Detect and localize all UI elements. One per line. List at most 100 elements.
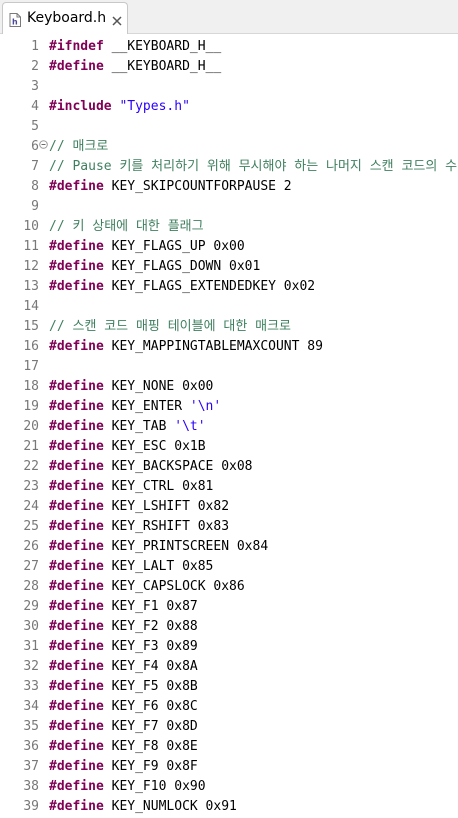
token-keyword: #define	[49, 779, 104, 794]
token-keyword: #define	[49, 759, 104, 774]
code-line[interactable]: 39#define KEY_NUMLOCK 0x91	[0, 797, 458, 817]
line-number: 17	[23, 359, 39, 374]
code-line[interactable]: 19#define KEY_ENTER '\n'	[0, 397, 458, 417]
token-keyword: #define	[49, 539, 104, 554]
code-line[interactable]: 22#define KEY_BACKSPACE 0x08	[0, 457, 458, 477]
token-identifier: KEY_F4 0x8A	[103, 659, 198, 674]
token-keyword: #define	[49, 639, 104, 654]
code-text: #ifndef __KEYBOARD_H__	[49, 37, 221, 57]
code-line[interactable]: 32 #define KEY_F4 0x8A	[0, 657, 458, 677]
code-text: // 키 상태에 대한 플래그	[49, 217, 204, 237]
token-keyword: #define	[49, 519, 104, 534]
token-identifier: KEY_BACKSPACE 0x08	[103, 459, 253, 474]
code-text: #define KEY_F4 0x8A	[49, 657, 198, 677]
token-keyword: #define	[49, 499, 104, 514]
fold-collapse-icon[interactable]	[39, 140, 48, 149]
code-text: #define KEY_TAB '\t'	[49, 417, 206, 437]
code-line[interactable]: 12#define KEY_FLAGS_DOWN 0x01	[0, 257, 458, 277]
token-keyword: #define	[49, 399, 104, 414]
code-line[interactable]: 7// Pause 키를 처리하기 위해 무시해야 하는 나머지 스캔 코드의 …	[0, 157, 458, 177]
line-number: 23	[23, 479, 39, 494]
code-text: #define KEY_RSHIFT 0x83	[49, 517, 229, 537]
token-keyword: #define	[49, 339, 104, 354]
code-line[interactable]: 20#define KEY_TAB '\t'	[0, 417, 458, 437]
token-identifier: KEY_RSHIFT 0x83	[103, 519, 230, 534]
code-line[interactable]: 35#define KEY_F7 0x8D	[0, 717, 458, 737]
code-text: // 스캔 코드 매핑 테이블에 대한 매크로	[49, 317, 291, 337]
code-line[interactable]: 14	[0, 297, 458, 317]
code-line[interactable]: 24 #define KEY_LSHIFT 0x82	[0, 497, 458, 517]
token-keyword: #define	[49, 719, 104, 734]
code-line[interactable]: 3	[0, 77, 458, 97]
code-line[interactable]: 27#define KEY_LALT 0x85	[0, 557, 458, 577]
token-string-literal: "Types.h"	[119, 99, 190, 114]
code-line[interactable]: 31#define KEY_F3 0x89	[0, 637, 458, 657]
code-line[interactable]: 26#define KEY_PRINTSCREEN 0x84	[0, 537, 458, 557]
token-identifier: KEY_NUMLOCK 0x91	[103, 799, 237, 814]
token-identifier: KEY_SKIPCOUNTFORPAUSE 2	[103, 179, 292, 194]
code-text: #define KEY_MAPPINGTABLEMAXCOUNT 89	[49, 337, 323, 357]
code-line[interactable]: 30#define KEY_F2 0x88	[0, 617, 458, 637]
code-text: // 매크로	[49, 137, 108, 157]
code-line[interactable]: 34#define KEY_F6 0x8C	[0, 697, 458, 717]
code-text: #define KEY_F9 0x8F	[49, 757, 198, 777]
code-line[interactable]: 8 #define KEY_SKIPCOUNTFORPAUSE 2	[0, 177, 458, 197]
token-keyword: #define	[49, 379, 104, 394]
token-comment: // 키 상태에 대한 플래그	[49, 219, 204, 234]
code-line[interactable]: 11#define KEY_FLAGS_UP 0x00	[0, 237, 458, 257]
code-line[interactable]: 37#define KEY_F9 0x8F	[0, 757, 458, 777]
line-number: 24	[23, 499, 39, 514]
token-identifier: KEY_CTRL 0x81	[103, 479, 214, 494]
code-line[interactable]: 38#define KEY_F10 0x90	[0, 777, 458, 797]
code-line[interactable]: 23 #define KEY_CTRL 0x81	[0, 477, 458, 497]
code-line[interactable]: 18#define KEY_NONE 0x00	[0, 377, 458, 397]
line-number: 15	[23, 319, 39, 334]
code-line[interactable]: 17	[0, 357, 458, 377]
token-identifier: KEY_CAPSLOCK 0x86	[103, 579, 245, 594]
line-number: 27	[23, 559, 39, 574]
code-line[interactable]: 16#define KEY_MAPPINGTABLEMAXCOUNT 89	[0, 337, 458, 357]
token-identifier: KEY_TAB	[103, 419, 175, 434]
code-line[interactable]: 36#define KEY_F8 0x8E	[0, 737, 458, 757]
code-line[interactable]: 21#define KEY_ESC 0x1B	[0, 437, 458, 457]
token-keyword: #define	[49, 479, 104, 494]
line-number: 2	[31, 59, 39, 74]
token-keyword: #define	[49, 259, 104, 274]
code-text: #define KEY_F6 0x8C	[49, 697, 198, 717]
token-identifier: KEY_F8 0x8E	[103, 739, 198, 754]
code-line[interactable]: 4 #include "Types.h"	[0, 97, 458, 117]
token-keyword: #define	[49, 799, 104, 814]
code-line[interactable]: 25#define KEY_RSHIFT 0x83	[0, 517, 458, 537]
code-line[interactable]: 28#define KEY_CAPSLOCK 0x86	[0, 577, 458, 597]
code-line[interactable]: 1#ifndef __KEYBOARD_H__	[0, 37, 458, 57]
tab-keyboard-h[interactable]: h Keyboard.h	[2, 2, 128, 34]
code-editor[interactable]: 1#ifndef __KEYBOARD_H__2#define __KEYBOA…	[0, 34, 458, 818]
code-text: #define KEY_LSHIFT 0x82	[49, 497, 229, 517]
code-line[interactable]: 2#define __KEYBOARD_H__	[0, 57, 458, 77]
code-text: #define KEY_F5 0x8B	[49, 677, 198, 697]
line-number: 26	[23, 539, 39, 554]
line-number: 36	[23, 739, 39, 754]
token-keyword: #define	[49, 599, 104, 614]
line-number: 4	[31, 99, 39, 114]
header-file-icon: h	[9, 12, 21, 27]
code-line[interactable]: 33#define KEY_F5 0x8B	[0, 677, 458, 697]
code-text: #include "Types.h"	[49, 97, 190, 117]
code-line[interactable]: 10// 키 상태에 대한 플래그	[0, 217, 458, 237]
code-line[interactable]: 5	[0, 117, 458, 137]
token-comment: // 스캔 코드 매핑 테이블에 대한 매크로	[49, 319, 292, 334]
code-line[interactable]: 6// 매크로	[0, 137, 458, 157]
close-icon[interactable]	[111, 12, 123, 26]
token-identifier: KEY_F7 0x8D	[103, 719, 198, 734]
line-number: 32	[23, 659, 39, 674]
code-text: #define KEY_F10 0x90	[49, 777, 206, 797]
code-line[interactable]: 15 // 스캔 코드 매핑 테이블에 대한 매크로	[0, 317, 458, 337]
code-line[interactable]: 9	[0, 197, 458, 217]
token-comment: // Pause 키를 처리하기 위해 무시해야 하는 나머지 스캔 코드의 수	[49, 159, 458, 174]
svg-text:h: h	[12, 18, 18, 27]
code-line[interactable]: 29#define KEY_F1 0x87	[0, 597, 458, 617]
code-text: #define KEY_F3 0x89	[49, 637, 198, 657]
code-line[interactable]: 13#define KEY_FLAGS_EXTENDEDKEY 0x02	[0, 277, 458, 297]
line-number: 8	[31, 179, 39, 194]
token-keyword: #define	[49, 179, 104, 194]
